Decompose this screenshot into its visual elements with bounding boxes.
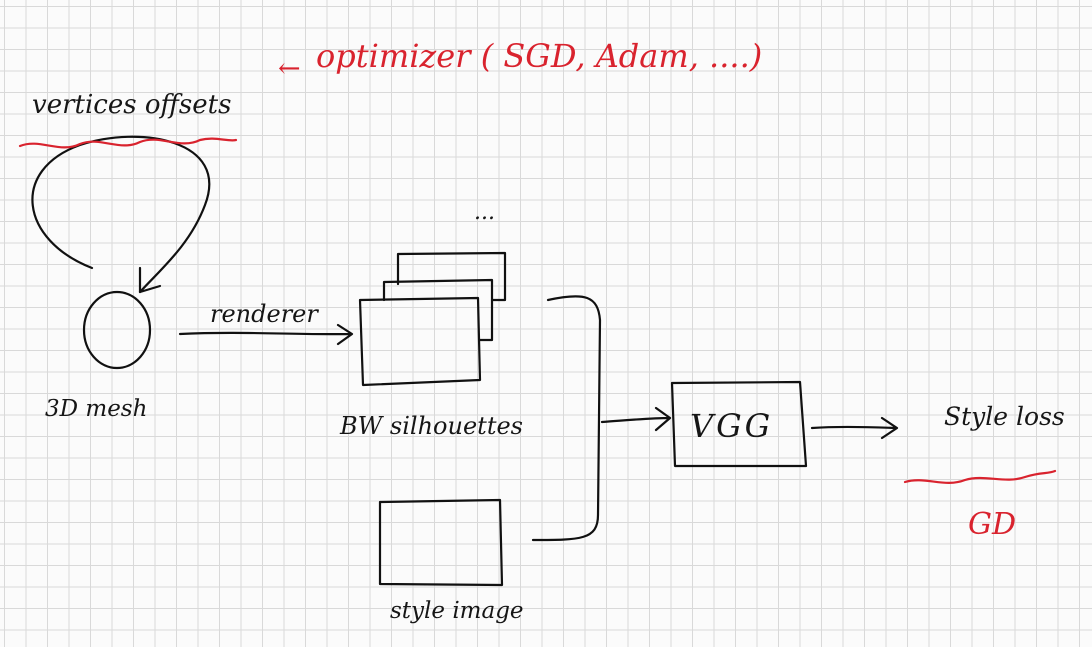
style-loss-label: Style loss xyxy=(944,402,1065,431)
silhouette-frame-back xyxy=(396,251,507,302)
style-loss-underline xyxy=(903,469,1057,484)
optimizer-arrow-icon: ← xyxy=(278,53,301,84)
mesh-label: 3D mesh xyxy=(45,396,148,422)
mesh-circle xyxy=(82,290,152,370)
silhouette-frame-middle xyxy=(382,278,494,342)
silhouettes-label: BW silhouettes xyxy=(340,412,523,440)
vgg-label: VGG xyxy=(690,407,774,445)
renderer-label: renderer xyxy=(210,300,318,328)
merge-arrow xyxy=(600,406,672,432)
merge-bracket xyxy=(531,295,602,542)
silhouette-frame-front xyxy=(358,296,482,387)
vertices-offsets-label: vertices offsets xyxy=(32,90,232,120)
optimizer-label: optimizer ( SGD, Adam, ....) xyxy=(316,37,763,75)
loss-arrow xyxy=(810,416,899,440)
gd-label: GD xyxy=(968,507,1017,542)
feedback-loop-arrowhead xyxy=(138,266,162,294)
more-frames-dots: ... xyxy=(474,200,495,225)
vgg-box xyxy=(670,380,808,468)
vertices-offsets-underline xyxy=(18,137,238,149)
renderer-arrow xyxy=(178,323,354,346)
feedback-loop-arrow xyxy=(31,135,211,294)
style-image-box xyxy=(378,498,504,587)
style-image-label: style image xyxy=(390,598,524,624)
